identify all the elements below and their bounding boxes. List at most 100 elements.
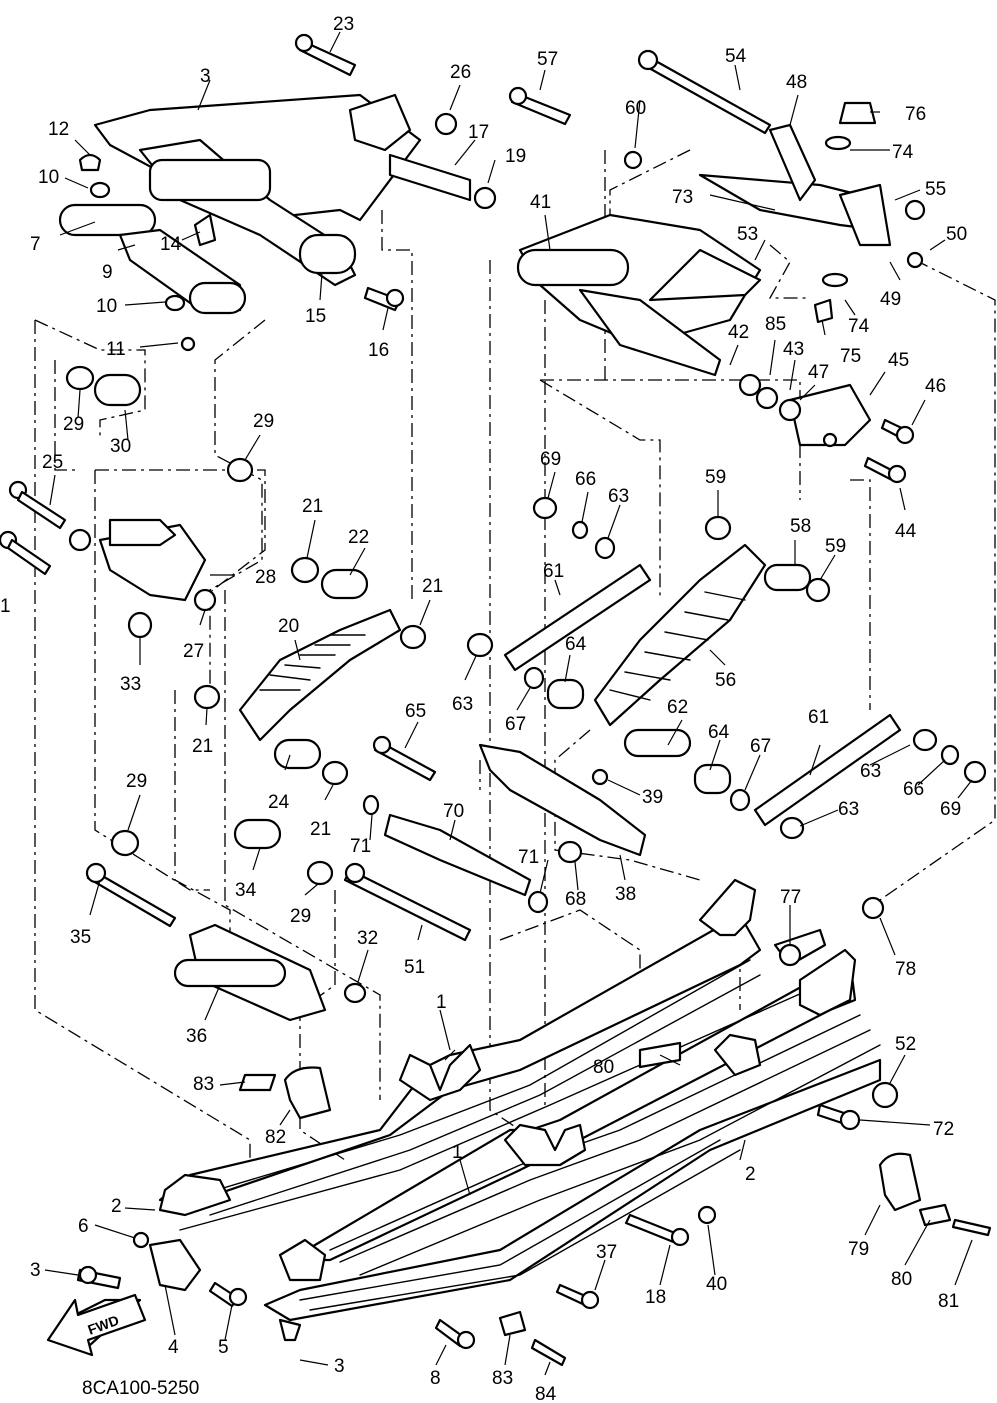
callout-22: 22	[348, 527, 369, 548]
callout-41: 41	[530, 192, 551, 213]
callout-29c: 29	[126, 771, 147, 792]
callout-61b: 61	[808, 707, 829, 728]
callout-61: 61	[543, 561, 564, 582]
callout-14: 14	[160, 234, 182, 255]
callout-28: 28	[255, 567, 276, 588]
callout-23: 23	[333, 14, 354, 35]
leader-lines	[44, 31, 973, 1376]
callout-40: 40	[706, 1274, 727, 1295]
callout-24: 24	[268, 792, 290, 813]
slide-rails	[158, 878, 882, 1322]
callout-10b: 10	[96, 296, 117, 317]
callout-69: 69	[540, 449, 561, 470]
diagram-code: 8CA100-5250	[82, 1378, 199, 1399]
callout-63b: 63	[452, 694, 473, 715]
callout-42: 42	[728, 322, 749, 343]
callout-57: 57	[537, 49, 558, 70]
callout-63d: 63	[838, 799, 859, 820]
callout-21: 21	[192, 736, 213, 757]
callout-72: 72	[933, 1119, 954, 1140]
callout-79: 79	[848, 1239, 869, 1260]
front-shock-assembly	[0, 365, 427, 1022]
callout-8: 8	[430, 1368, 441, 1389]
callout-64: 64	[565, 634, 587, 655]
callout-45: 45	[888, 350, 909, 371]
callout-47: 47	[808, 362, 829, 383]
callout-17: 17	[468, 122, 489, 143]
callout-25: 25	[42, 452, 63, 473]
callout-4: 4	[168, 1337, 179, 1358]
front-arm-assembly	[58, 33, 497, 352]
callout-29b: 29	[253, 411, 274, 432]
callout-74b: 74	[848, 316, 870, 337]
callout-46: 46	[925, 376, 946, 397]
callout-26: 26	[450, 62, 471, 83]
callout-83b: 83	[492, 1368, 513, 1389]
callout-43: 43	[783, 339, 804, 360]
callout-80: 80	[593, 1057, 614, 1078]
callout-9: 9	[102, 262, 113, 283]
callout-81: 81	[938, 1291, 959, 1312]
callout-39: 39	[642, 787, 663, 808]
callout-84: 84	[535, 1384, 557, 1403]
callout-21c: 21	[422, 576, 443, 597]
callout-80b: 80	[891, 1269, 912, 1290]
callout-30: 30	[110, 436, 131, 457]
callout-67b: 67	[750, 736, 771, 757]
callout-1: 1	[0, 596, 11, 617]
callout-33: 33	[120, 674, 141, 695]
callout-11: 11	[106, 339, 126, 360]
callout-60: 60	[625, 98, 646, 119]
callout-74: 74	[892, 142, 914, 163]
callout-19: 19	[505, 146, 526, 167]
callout-44: 44	[895, 521, 917, 542]
callout-78: 78	[895, 959, 916, 980]
callout-37: 37	[596, 1242, 617, 1263]
callout-55: 55	[925, 179, 946, 200]
callout-68: 68	[565, 889, 586, 910]
callout-29: 29	[63, 414, 84, 435]
callout-29d: 29	[290, 906, 311, 927]
callout-58: 58	[790, 516, 811, 537]
callout-1b: 1	[436, 992, 447, 1013]
callout-6: 6	[78, 1216, 89, 1237]
callout-12: 12	[48, 119, 69, 140]
callout-66: 66	[575, 469, 596, 490]
callout-69b: 69	[940, 799, 961, 820]
callout-49: 49	[880, 289, 901, 310]
callout-85: 85	[765, 314, 786, 335]
callout-59: 59	[705, 467, 726, 488]
callout-35: 35	[70, 927, 91, 948]
callout-66b: 66	[903, 779, 924, 800]
callout-62: 62	[667, 697, 688, 718]
callout-21b: 21	[302, 496, 323, 517]
callout-3c: 3	[334, 1356, 345, 1377]
callout-82: 82	[265, 1127, 286, 1148]
callout-1c: 1	[452, 1142, 463, 1163]
callout-73: 73	[672, 187, 693, 208]
callout-2: 2	[745, 1164, 756, 1185]
callout-48: 48	[786, 72, 807, 93]
callout-77: 77	[780, 887, 801, 908]
callout-38: 38	[615, 884, 636, 905]
callout-64b: 64	[708, 722, 730, 743]
callout-75: 75	[840, 346, 861, 367]
callout-32: 32	[357, 928, 378, 949]
callout-71: 71	[350, 836, 371, 857]
callout-56: 56	[715, 670, 736, 691]
callout-18: 18	[645, 1287, 666, 1308]
callout-20: 20	[278, 616, 299, 637]
callout-3: 3	[200, 66, 211, 87]
callout-21d: 21	[310, 819, 331, 840]
rear-arm-assembly	[508, 49, 926, 484]
rear-shock-assembly	[343, 496, 987, 1131]
callout-51: 51	[404, 957, 425, 978]
callout-52: 52	[895, 1034, 916, 1055]
callout-67: 67	[505, 714, 526, 735]
callout-labels: 23 3 26 17 19 12 10 7 9 14 10 11 15 16 5…	[0, 14, 967, 1403]
callout-3b: 3	[30, 1260, 41, 1281]
callout-2b: 2	[111, 1196, 122, 1217]
callout-63c: 63	[860, 761, 881, 782]
callout-76: 76	[905, 104, 926, 125]
